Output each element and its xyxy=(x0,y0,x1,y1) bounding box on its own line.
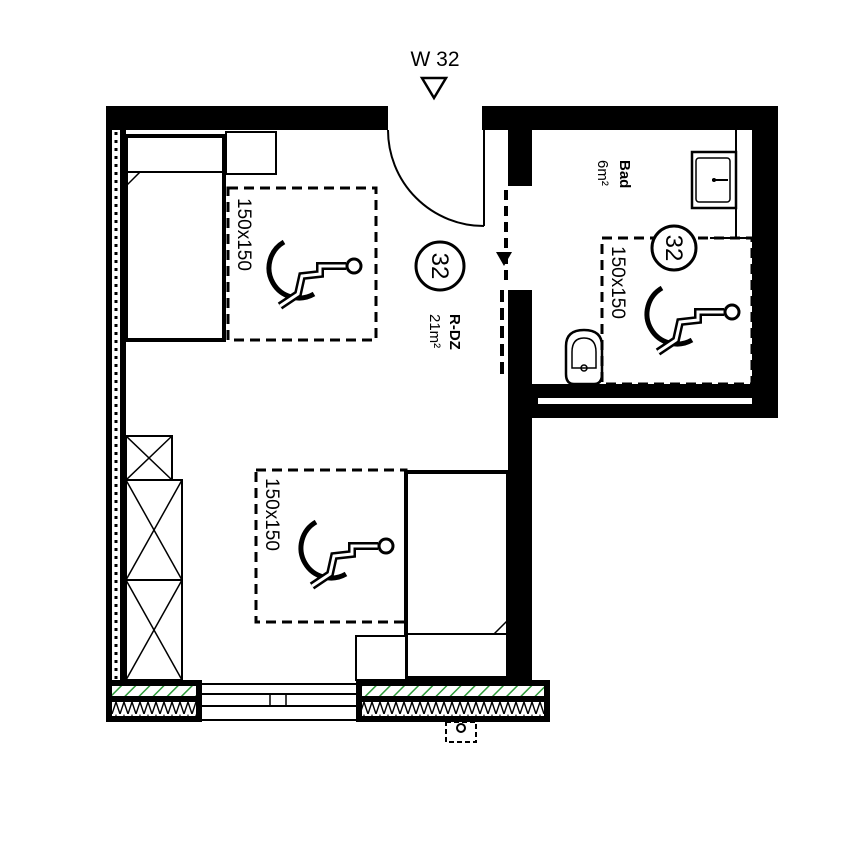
bathroom-name: Bad xyxy=(616,160,633,188)
wardrobe xyxy=(125,435,183,681)
turning-area-label: 150x150 xyxy=(607,246,628,319)
turning-area-label: 150x150 xyxy=(261,478,282,551)
main-room-area: 21m² xyxy=(426,314,443,348)
sink xyxy=(690,150,738,210)
room-number-main: 32 xyxy=(414,240,466,292)
entrance-arrow-icon xyxy=(419,76,449,101)
main-room-name: R-DZ xyxy=(446,314,463,350)
turning-area-2: 150x150 xyxy=(254,468,408,624)
bed-bottom-right xyxy=(355,470,510,681)
room-number-label: 32 xyxy=(660,235,687,262)
wheelchair-icon xyxy=(269,242,361,306)
room-number-bath: 32 xyxy=(650,224,698,272)
bathroom-area: 6m² xyxy=(594,160,611,186)
turning-area-3: 150x150 xyxy=(600,236,754,386)
bed-top-left xyxy=(124,131,277,342)
bathroom-walls xyxy=(482,106,778,418)
toilet xyxy=(564,328,604,386)
turning-area-1: 150x150 xyxy=(226,186,378,342)
entrance-marker: W 32 xyxy=(410,48,460,101)
room-number-label: 32 xyxy=(426,253,453,280)
wheelchair-icon xyxy=(647,288,739,352)
wheelchair-icon xyxy=(301,522,393,586)
entrance-label: W 32 xyxy=(410,48,459,71)
turning-area-label: 150x150 xyxy=(233,198,254,271)
main-room-walls xyxy=(106,106,550,743)
